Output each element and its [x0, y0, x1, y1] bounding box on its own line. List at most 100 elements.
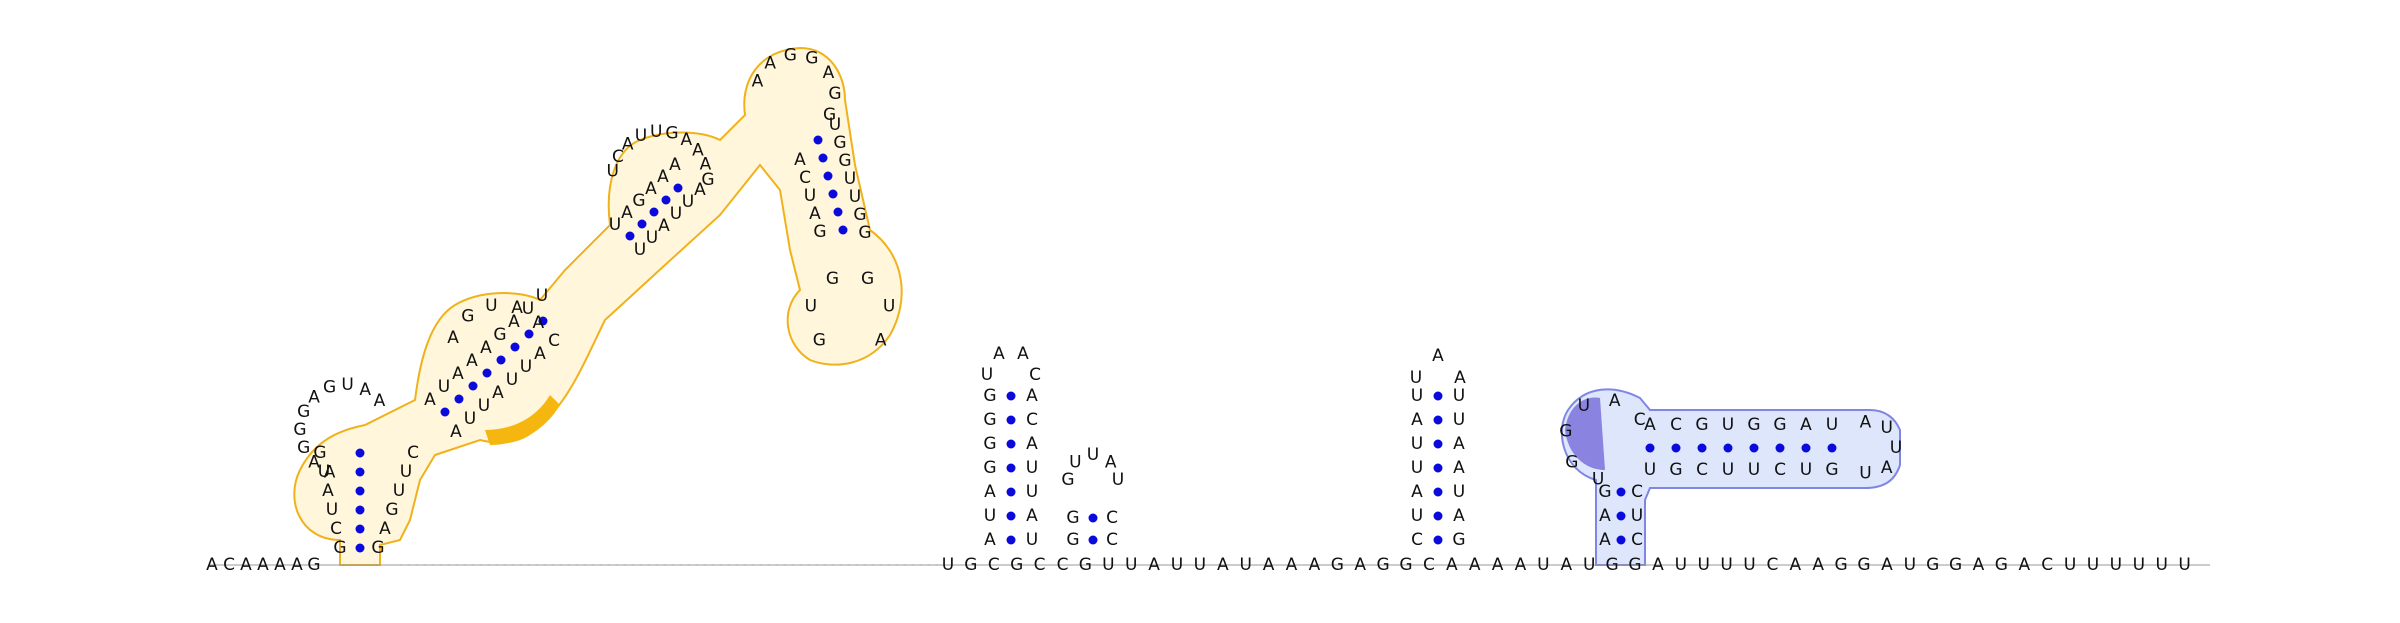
orange-nucleotide: G [858, 223, 871, 243]
hairpin1-nucleotide: A [1026, 386, 1038, 406]
baseline-nucleotide: C [2041, 555, 2053, 575]
baseline-nucleotide: A [1446, 555, 1458, 575]
hairpin2-nucleotide: C [1106, 508, 1118, 528]
orange-nucleotide: G [838, 151, 851, 171]
baseline-nucleotide: A [257, 555, 269, 575]
blue-nucleotide: A [1609, 391, 1621, 411]
base-pair-dot [1006, 391, 1016, 401]
orange-nucleotide: G [701, 170, 714, 190]
base-pair-dot [1697, 443, 1707, 453]
hairpin2-nucleotide: U [1112, 470, 1124, 490]
orange-nucleotide: A [508, 312, 520, 332]
baseline-nucleotide: U [1697, 555, 1709, 575]
hairpin3-nucleotide: G [1452, 530, 1465, 550]
blue-nucleotide: C [1696, 460, 1708, 480]
blue-nucleotide: U [1748, 460, 1760, 480]
hairpin1-nucleotide: U [984, 506, 996, 526]
orange-nucleotide: G [833, 133, 846, 153]
orange-nucleotide: U [650, 122, 662, 142]
blue-nucleotide: C [1631, 530, 1643, 550]
baseline-nucleotide: C [1766, 555, 1778, 575]
orange-nucleotide: U [844, 169, 856, 189]
hairpin3-nucleotide: A [1411, 482, 1423, 502]
baseline-nucleotide: A [1309, 555, 1321, 575]
baseline-nucleotide: A [206, 555, 218, 575]
hairpin1-nucleotide: A [1026, 506, 1038, 526]
orange-nucleotide: A [658, 216, 670, 236]
baseline-nucleotide: A [1354, 555, 1366, 575]
orange-nucleotide: U [849, 187, 861, 207]
base-pair-dot [1749, 443, 1759, 453]
orange-nucleotide: A [466, 351, 478, 371]
orange-nucleotide: U [341, 375, 353, 395]
baseline-nucleotide: G [1949, 555, 1962, 575]
hairpin1-nucleotide: G [983, 410, 996, 430]
blue-nucleotide: G [1825, 460, 1838, 480]
orange-nucleotide: G [323, 378, 336, 398]
orange-nucleotide: G [293, 420, 306, 440]
base-pair-dot [355, 467, 365, 477]
base-pair-dot [833, 207, 843, 217]
orange-nucleotide: A [669, 155, 681, 175]
hairpin3-nucleotide: A [1453, 506, 1465, 526]
blue-nucleotide: U [1826, 415, 1838, 435]
baseline-nucleotide: C [1034, 555, 1046, 575]
orange-nucleotide: C [548, 331, 560, 351]
base-pair-dot [1671, 443, 1681, 453]
orange-nucleotide: A [447, 328, 459, 348]
orange-nucleotide: G [371, 538, 384, 558]
base-pair-dot [1723, 443, 1733, 453]
blue-nucleotide: U [1722, 460, 1734, 480]
baseline-nucleotide: U [1239, 555, 1251, 575]
orange-nucleotide: U [607, 162, 619, 182]
orange-nucleotide: U [464, 409, 476, 429]
blue-highlight [1565, 397, 1605, 470]
base-pair-dot [1433, 535, 1443, 545]
blue-nucleotide: A [1599, 506, 1611, 526]
base-pair-dot [496, 355, 506, 365]
hairpin3-nucleotide: U [1453, 410, 1465, 430]
baseline-nucleotide: A [1217, 555, 1229, 575]
orange-nucleotide: A [752, 71, 764, 91]
hairpin2-nucleotide: G [1066, 530, 1079, 550]
orange-nucleotide: A [324, 462, 336, 482]
baseline-nucleotide: G [1079, 555, 1092, 575]
blue-nucleotide: U [1890, 438, 1902, 458]
baseline-nucleotide: U [2087, 555, 2099, 575]
baseline-nucleotide: G [1010, 555, 1023, 575]
orange-nucleotide: U [804, 186, 816, 206]
orange-nucleotide: A [694, 180, 706, 200]
hairpin1-nucleotide: C [1026, 410, 1038, 430]
orange-nucleotide: C [407, 443, 419, 463]
orange-nucleotide: A [374, 391, 386, 411]
base-pair-dot [1827, 443, 1837, 453]
base-pair-dot [454, 394, 464, 404]
orange-nucleotide: A [692, 141, 704, 161]
hairpin3-nucleotide: U [1453, 482, 1465, 502]
orange-nucleotide: A [823, 63, 835, 83]
orange-nucleotide: C [799, 168, 811, 188]
baseline-nucleotide: A [274, 555, 286, 575]
orange-nucleotide: A [424, 390, 436, 410]
hairpin1-nucleotide: G [983, 458, 996, 478]
baseline-nucleotide: G [1399, 555, 1412, 575]
orange-nucleotide: G [385, 500, 398, 520]
orange-nucleotide: G [861, 269, 874, 289]
baseline-nucleotide: G [964, 555, 977, 575]
orange-nucleotide: G [297, 438, 310, 458]
orange-highlight [485, 395, 560, 445]
orange-nucleotide: G [853, 205, 866, 225]
orange-nucleotide: U [805, 297, 817, 317]
baseline-nucleotide: A [1789, 555, 1801, 575]
blue-nucleotide: G [1565, 452, 1578, 472]
base-pair-dot [482, 368, 492, 378]
baseline-nucleotide: U [2133, 555, 2145, 575]
baseline-nucleotide: A [1812, 555, 1824, 575]
hairpin2-nucleotide: G [1066, 508, 1079, 528]
hairpin1-nucleotide: U [1026, 530, 1038, 550]
base-pair-dot [538, 316, 548, 326]
orange-nucleotide: C [612, 147, 624, 167]
orange-nucleotide: G [632, 191, 645, 211]
blue-nucleotide: U [1644, 460, 1656, 480]
baseline-nucleotide: A [1286, 555, 1298, 575]
